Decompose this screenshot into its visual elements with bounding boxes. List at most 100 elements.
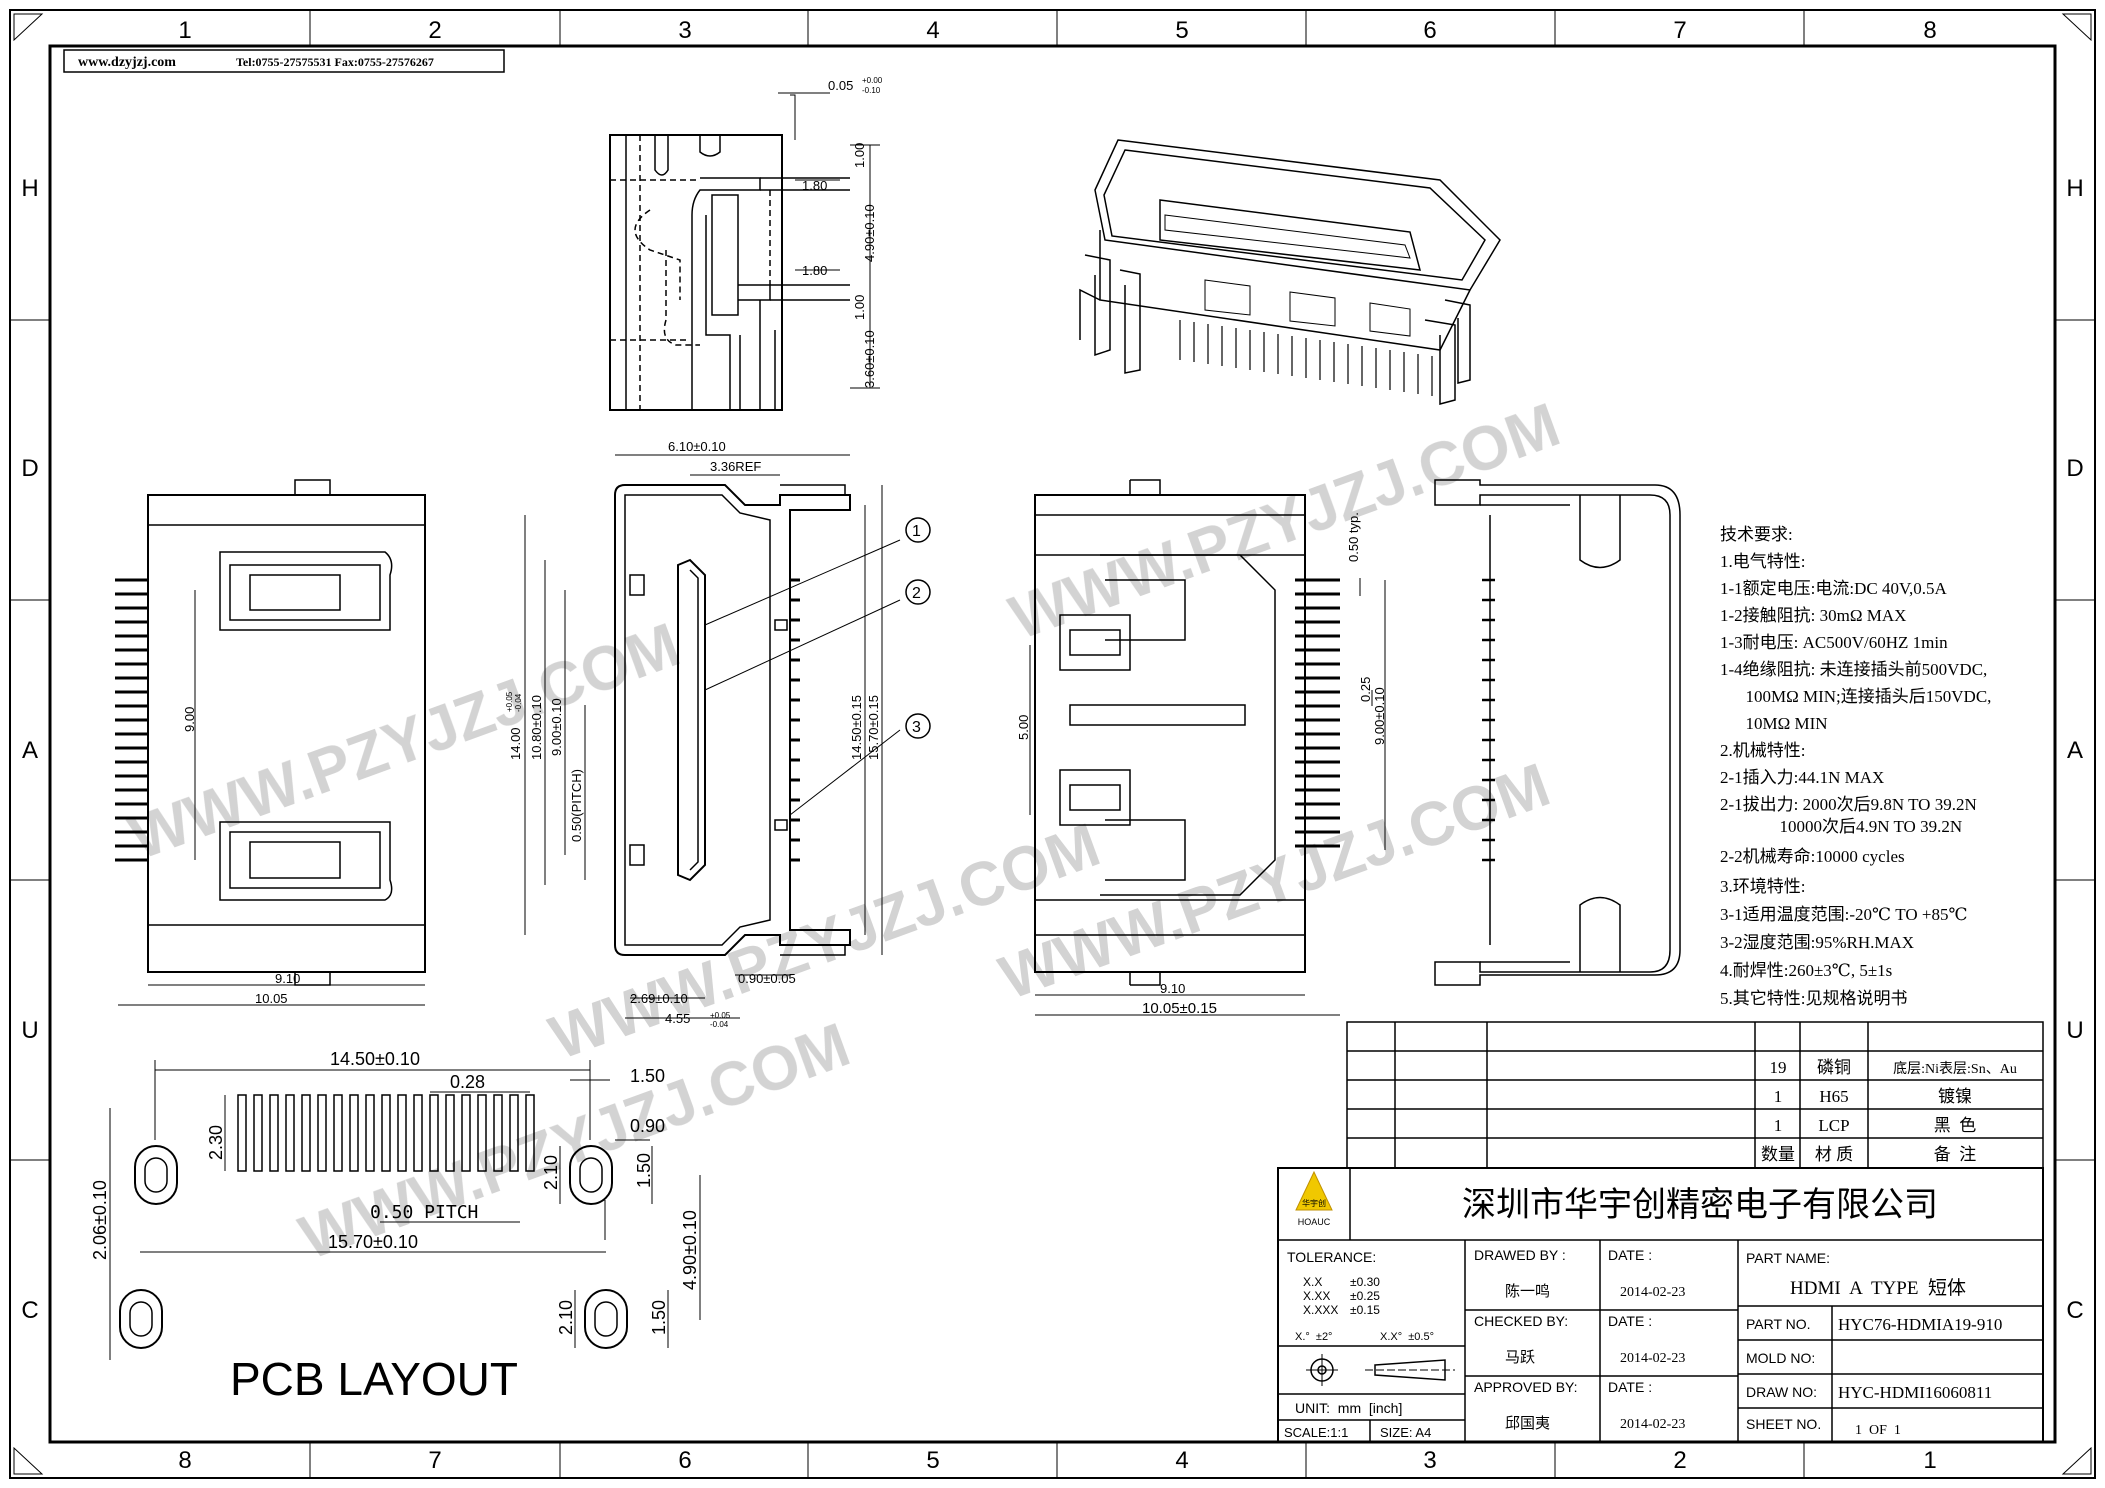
date-label: DATE : (1608, 1247, 1652, 1263)
checked-by-label: CHECKED BY: (1474, 1313, 1568, 1329)
bom-note: 底层:Ni表层:Sn、Au (1893, 1061, 2017, 1077)
dim-tolerance: -0.10 (862, 86, 881, 95)
tech-line: 2-2机械寿命:10000 cycles (1720, 847, 1905, 866)
tech-line: 5.其它特性:见规格说明书 (1720, 989, 1907, 1008)
dim-label: 0.05 (828, 78, 853, 93)
row-label-right: A (2067, 737, 2083, 764)
bom-material: H65 (1819, 1087, 1848, 1106)
dim-label: 10.05±0.15 (1142, 1000, 1217, 1017)
tech-line: 3-1适用温度范围:-20℃ TO +85℃ (1720, 905, 1968, 924)
col-label-bottom: 4 (1175, 1447, 1188, 1474)
dim-label: 14.00 (508, 727, 523, 760)
row-label-left: U (21, 1017, 38, 1044)
dim-label: 1.80 (802, 263, 827, 278)
dim-label: 4.90±0.10 (680, 1210, 700, 1290)
dim-label: 0.90±0.05 (738, 971, 796, 986)
approved-by-name: 邱国夷 (1505, 1415, 1550, 1432)
callout-number: 3 (912, 719, 921, 736)
bom-note: 黑 色 (1934, 1116, 1977, 1135)
tol-fmt: X.XX (1303, 1289, 1330, 1303)
side-view-dims: 0.05 +0.00 -0.10 1.00 1.80 4.90±0.10 1.8… (802, 76, 883, 388)
tech-line: 2-1插入力:44.1N MAX (1720, 768, 1884, 787)
dim-label: 6.10±0.10 (668, 439, 726, 454)
dim-label: 0.28 (450, 1072, 485, 1092)
approved-by-label: APPROVED BY: (1474, 1379, 1577, 1395)
col-label-bottom: 1 (1923, 1447, 1936, 1474)
part-no-label: PART NO. (1746, 1316, 1811, 1332)
dim-label: 4.90±0.10 (862, 204, 877, 262)
website-text: www.dzyjzj.com (78, 55, 176, 70)
sheet-frame (9, 9, 2096, 1479)
col-label-top: 6 (1423, 17, 1436, 44)
left-view (115, 479, 426, 1006)
tech-line: 100MΩ MIN;连接插头后150VDC, (1720, 687, 1991, 706)
mold-no-label: MOLD NO: (1746, 1350, 1815, 1366)
left-view-dims: 9.00 9.10 10.05 (182, 707, 300, 1006)
dim-label: 15.70±0.10 (328, 1232, 418, 1252)
col-label-bottom: 8 (178, 1447, 191, 1474)
dim-label: 1.00 (852, 295, 867, 320)
col-label-top: 3 (678, 17, 691, 44)
date-value: 2014-02-23 (1620, 1417, 1685, 1432)
dim-label: 0.25 (1358, 677, 1373, 702)
tol-val: ±0.15 (1350, 1303, 1380, 1317)
dim-label: 1.50 (634, 1153, 654, 1188)
dim-tolerance: -0.04 (514, 693, 523, 712)
tech-line: 1-3耐电压: AC500V/60HZ 1min (1720, 633, 1948, 652)
date-label: DATE : (1608, 1313, 1652, 1329)
title-block (1277, 1167, 2044, 1443)
company-logo: 华宇创 HOAUC (1295, 1170, 1333, 1227)
dim-label: 4.55 (665, 1011, 690, 1026)
dim-label: 0.90 (630, 1116, 665, 1136)
scale-label: SCALE:1:1 (1284, 1425, 1348, 1440)
col-label-top: 8 (1923, 17, 1936, 44)
dim-label: 2.30 (206, 1125, 226, 1160)
rear-view (1434, 479, 1681, 986)
bom-header-qty: 数量 (1761, 1145, 1795, 1164)
tech-line: 2.机械特性: (1720, 741, 1805, 760)
tech-line: 2-1拔出力: 2000次后9.8N TO 39.2N (1720, 795, 1977, 814)
draw-no: HYC-HDMI16060811 (1838, 1383, 1992, 1402)
tech-requirements: 技术要求: 1.电气特性: 1-1额定电压:电流:DC 40V,0.5A 1-2… (1720, 525, 1991, 1008)
bom-material: 磷铜 (1817, 1058, 1851, 1077)
isometric-view (1079, 139, 1501, 405)
dim-label: 14.50±0.15 (849, 695, 864, 760)
dim-label: 9.00±0.10 (1372, 687, 1387, 745)
draw-no-label: DRAW NO: (1746, 1384, 1817, 1400)
drawn-by-name: 陈一鸣 (1505, 1282, 1550, 1300)
dim-label: 1.50 (649, 1300, 669, 1335)
bom-qty: 1 (1774, 1087, 1783, 1106)
sheet-no-label: SHEET NO. (1746, 1416, 1821, 1432)
dim-label: 10.05 (255, 991, 288, 1006)
dim-label: 9.00 (182, 707, 197, 732)
size-label: SIZE: A4 (1380, 1425, 1431, 1440)
row-label-right: H (2066, 175, 2083, 202)
tech-line: 1.电气特性: (1720, 552, 1805, 571)
contact-text: Tel:0755-27575531 Fax:0755-27576267 (236, 55, 434, 69)
tol-val: ±0.30 (1350, 1275, 1380, 1289)
bom-qty: 1 (1774, 1116, 1783, 1135)
tech-line: 1-1额定电压:电流:DC 40V,0.5A (1720, 579, 1948, 598)
bom-text: 19 磷铜 底层:Ni表层:Sn、Au 1 H65 镀镍 1 LCP 黑 色 数… (1761, 1058, 2017, 1164)
grid-labels: 1 2 3 4 5 6 7 8 8 7 6 5 4 3 2 1 H D A U … (21, 17, 2083, 1474)
bom-header-note: 备 注 (1934, 1145, 1977, 1164)
angle-tol-1: X.° ±2° (1295, 1331, 1332, 1343)
title-block-text: 华宇创 HOAUC 深圳市华宇创精密电子有限公司 TOLERANCE: X.X … (1284, 1170, 2002, 1440)
tech-line: 1-2接触阻抗: 30mΩ MAX (1720, 606, 1906, 625)
col-label-top: 4 (926, 17, 939, 44)
dim-label: 2.10 (541, 1155, 561, 1190)
date-value: 2014-02-23 (1620, 1285, 1685, 1300)
tech-line: 3-2湿度范围:95%RH.MAX (1720, 933, 1914, 952)
dim-label: 10.80±0.10 (529, 695, 544, 760)
dim-label: 2.69±0.10 (630, 991, 688, 1006)
tech-line: 10MΩ MIN (1720, 714, 1828, 733)
dim-label: 15.70±0.15 (866, 695, 881, 760)
angle-tol-2: X.X° ±0.5° (1380, 1331, 1434, 1343)
part-name-label: PART NAME: (1746, 1250, 1830, 1266)
watermark-text: WWW.PZYJZJ.COM (1001, 390, 1568, 653)
tech-line: 3.环境特性: (1720, 877, 1805, 896)
sheet-no: 1 OF 1 (1855, 1423, 1901, 1438)
col-label-top: 2 (428, 17, 441, 44)
dim-label: 2.06±0.10 (90, 1180, 110, 1260)
bom-material: LCP (1818, 1116, 1849, 1135)
